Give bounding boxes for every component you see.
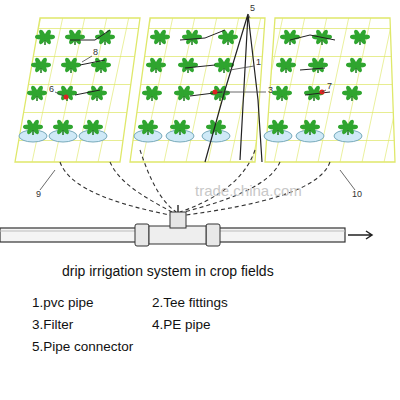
callout-number: 3 [268,86,273,96]
legend-item: 5.Pipe connector [32,340,133,355]
callout-number: 9 [36,190,41,200]
callout-number: 10 [352,190,362,200]
legend-item: 1.pvc pipe [32,296,94,311]
callout-number: 8 [93,48,98,58]
callout-number: 7 [327,82,332,92]
callout-number: 5 [250,4,255,14]
watermark: trade.china.com [195,183,302,200]
caption: drip irrigation system in crop fields [62,264,274,279]
callout-number: 1 [256,58,261,68]
legend-item: 3.Filter [32,318,73,333]
legend-item: 4.PE pipe [152,318,211,333]
legend-item: 2.Tee fittings [152,296,228,311]
callout-number: 6 [49,85,54,95]
